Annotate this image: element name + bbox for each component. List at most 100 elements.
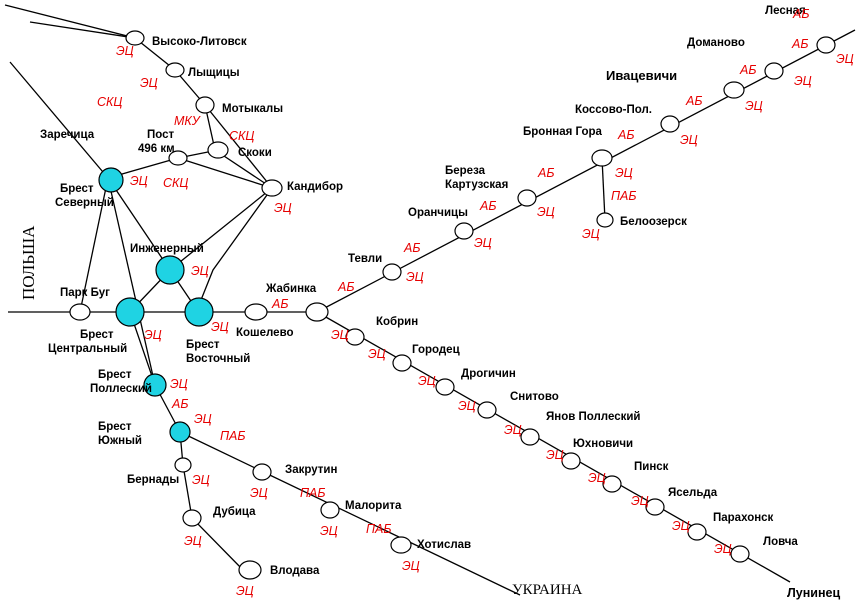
signal-label: ЭЦ	[368, 347, 386, 361]
label-skoki: Скоки	[238, 147, 272, 159]
station-marker-vlodava	[238, 560, 262, 580]
label-yukhnovichi: Юхновичи	[573, 438, 633, 450]
station-marker-bereza	[517, 189, 537, 207]
label-brest-yuzh-line2: Южный	[98, 435, 142, 447]
label-bernady: Бернады	[127, 474, 179, 486]
country-label-poland: ПОЛЬША	[19, 225, 38, 300]
label-malorita: Малорита	[345, 500, 402, 512]
junction-brest-polessky	[143, 373, 167, 397]
country-labels: ПОЛЬША УКРАИНА Ивацевичи Лунинец	[19, 68, 840, 600]
label-beloozersk: Белоозерск	[620, 216, 687, 228]
signal-label: ЭЦ	[418, 374, 436, 388]
station-marker-motykaly	[195, 96, 215, 114]
signal-label: ЭЦ	[714, 542, 732, 556]
label-brest-pol-line2: Поллеский	[90, 383, 152, 395]
junction-brest-severny	[98, 167, 124, 193]
label-bereza-line2: Картузская	[445, 179, 508, 191]
signal-label: АБ	[792, 7, 809, 21]
station-marker-zhabinka	[305, 302, 329, 322]
signal-label: ЭЦ	[794, 74, 812, 88]
signal-label: ЭЦ	[170, 377, 188, 391]
track-vlodava	[179, 431, 246, 573]
signal-label: ЭЦ	[184, 534, 202, 548]
station-marker-kandibor	[261, 179, 283, 197]
track-malorita	[179, 431, 521, 596]
label-park-bug: Парк Буг	[60, 287, 110, 299]
signal-label: ЭЦ	[140, 76, 158, 90]
station-marker-beloozersk	[596, 212, 614, 228]
station-marker-yanov	[520, 428, 540, 446]
signal-label: ПАБ	[366, 522, 392, 536]
signal-label: ЭЦ	[406, 270, 424, 284]
signal-label: АБ	[791, 37, 808, 51]
signal-label: ЭЦ	[745, 99, 763, 113]
station-marker-ivatsevichi	[723, 81, 745, 99]
signal-label: ЭЦ	[250, 486, 268, 500]
label-kobrin: Кобрин	[376, 316, 418, 328]
label-brest-centr-line1: Брест	[80, 329, 114, 341]
station-marker-domanovo	[764, 62, 784, 80]
label-brest-vost-line1: Брест	[186, 339, 220, 351]
station-marker-dubitsa	[182, 509, 202, 527]
label-lyshchitsy: Лыщицы	[188, 67, 240, 79]
signal-label: ЭЦ	[331, 328, 349, 342]
signal-label: ПАБ	[300, 486, 326, 500]
label-yanov: Янов Поллеский	[546, 411, 641, 423]
signal-label: МКУ	[174, 114, 202, 128]
track-brest-sev-pol	[107, 177, 156, 386]
station-markers	[69, 30, 836, 580]
label-brest-centr-line2: Центральный	[48, 343, 127, 355]
label-tevli: Тевли	[348, 253, 382, 265]
label-post-496-line2: 496 км	[138, 143, 175, 155]
station-marker-pinsk	[602, 475, 622, 493]
track-border-nw-1	[4, 4, 136, 39]
signal-label: ЭЦ	[192, 473, 210, 487]
label-oranchitsy: Оранчицы	[408, 207, 468, 219]
signal-label: ПАБ	[611, 189, 637, 203]
junction-brest-centralny	[115, 297, 145, 327]
signal-label: ЭЦ	[537, 205, 555, 219]
signal-label: АБ	[337, 280, 354, 294]
signal-label: ЭЦ	[836, 52, 854, 66]
station-marker-lesnaya	[816, 36, 836, 54]
signal-label: ЭЦ	[402, 559, 420, 573]
signal-label: ЭЦ	[672, 519, 690, 533]
station-marker-post-496	[168, 150, 188, 166]
track-beloozersk	[601, 157, 606, 221]
signaling-labels: ЭЦ ЭЦ СКЦ МКУ СКЦ СКЦ ЭЦ ЭЦ ЭЦ ЭЦ ЭЦ АБ …	[97, 7, 854, 598]
label-zhabinka: Жабинка	[265, 283, 317, 295]
label-lovcha: Ловча	[763, 536, 798, 548]
signal-label: ЭЦ	[144, 328, 162, 342]
label-domanovo: Доманово	[687, 37, 745, 49]
label-zarechitsa: Заречица	[40, 129, 95, 141]
region-label-ivatsevichi: Ивацевичи	[606, 68, 677, 83]
station-marker-bronnaya-gora	[591, 149, 613, 167]
label-brest-sev-line2: Северный	[55, 197, 114, 209]
label-zakrutin: Закрутин	[285, 464, 337, 476]
signal-label: ЭЦ	[582, 227, 600, 241]
track-zarechitsa	[9, 61, 198, 311]
label-koshelevo: Кошелево	[236, 327, 294, 339]
signal-label: АБ	[685, 94, 702, 108]
label-drogichin: Дрогичин	[461, 368, 516, 380]
label-kandibor: Кандибор	[287, 181, 343, 193]
label-gorodets: Городец	[412, 344, 460, 356]
station-marker-malorita	[320, 501, 340, 519]
track-main-northeast	[316, 29, 856, 313]
station-marker-skoki	[207, 141, 229, 159]
signal-label: ЭЦ	[615, 166, 633, 180]
station-marker-koshelevo	[244, 303, 268, 321]
junction-brest-yuzhny	[169, 421, 191, 443]
signal-label: СКЦ	[229, 129, 254, 143]
label-yaselda: Ясельда	[668, 487, 718, 499]
station-marker-kossovo	[660, 115, 680, 133]
signal-label: АБ	[537, 166, 554, 180]
signal-label: ЭЦ	[191, 264, 209, 278]
label-motykaly: Мотыкалы	[222, 103, 283, 115]
signal-label: ЭЦ	[211, 320, 229, 334]
label-snitovo: Снитово	[510, 391, 559, 403]
station-labels: Высоко-Литовск Лыщицы Мотыкалы Заречица …	[40, 5, 806, 577]
signal-label: ЭЦ	[320, 524, 338, 538]
signal-label: АБ	[403, 241, 420, 255]
